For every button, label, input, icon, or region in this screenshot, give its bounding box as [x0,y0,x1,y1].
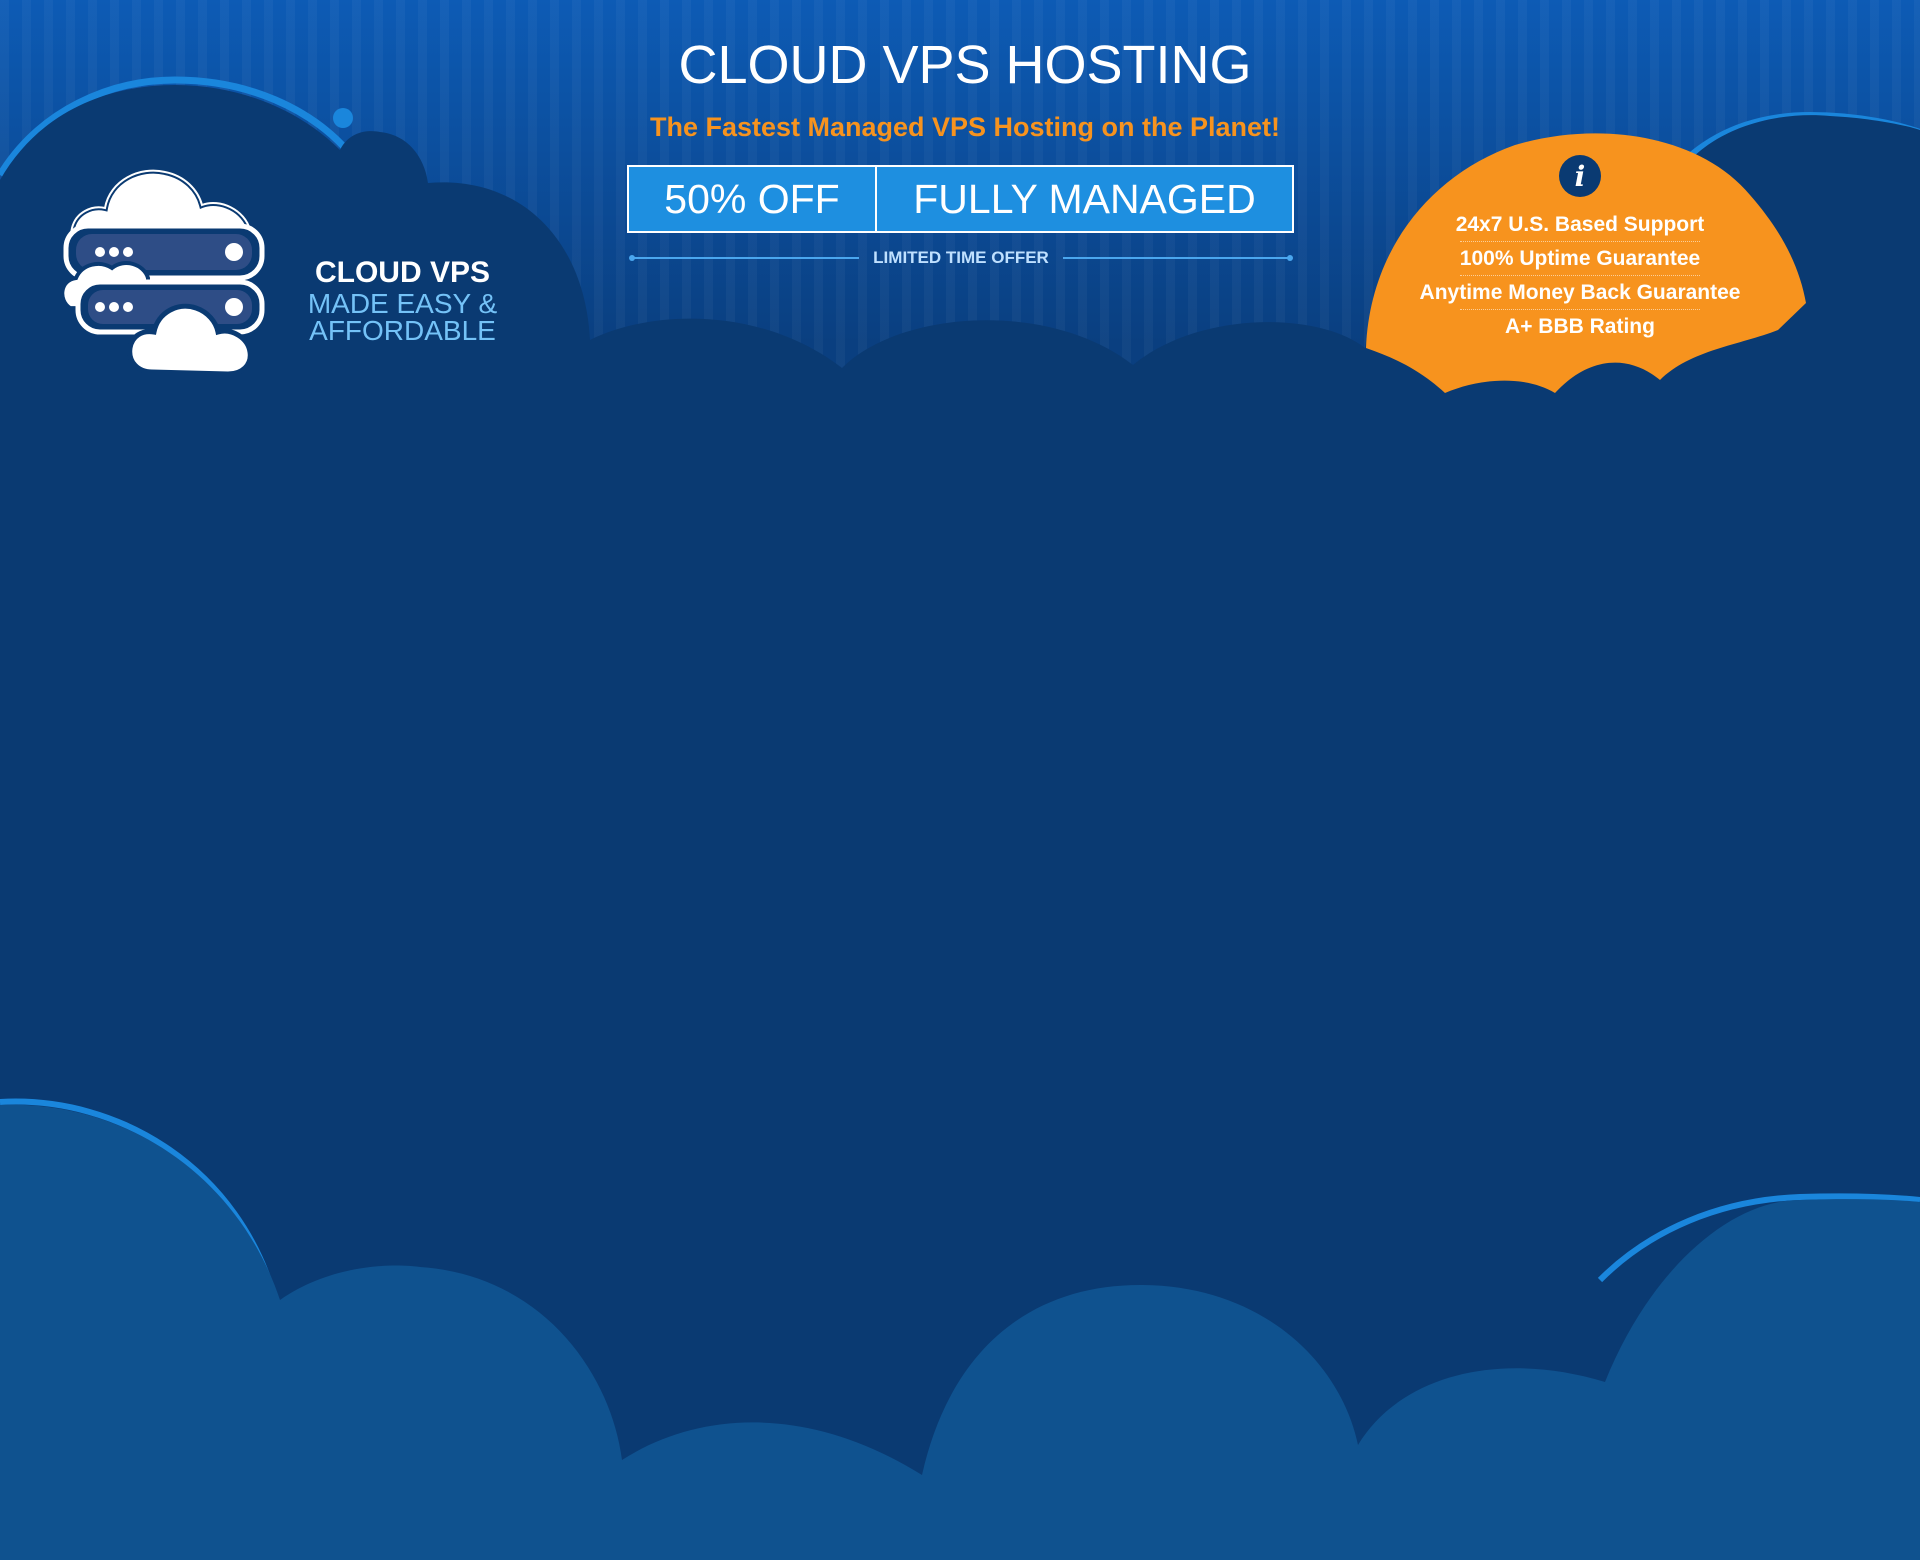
limited-offer: LIMITED TIME OFFER [628,246,1294,270]
brand-text: CLOUD VPS MADE EASY & AFFORDABLE [300,256,505,346]
cloud-icon [127,303,253,377]
info-icon[interactable]: i [1559,155,1601,197]
limited-offer-text: LIMITED TIME OFFER [873,248,1049,267]
offer-banner[interactable]: 50% OFF FULLY MANAGED [627,165,1294,233]
managed-label: FULLY MANAGED [913,175,1256,222]
top-cloud-band [0,85,1920,1560]
guarantee-list: 24x7 U.S. Based Support 100% Uptime Guar… [1400,208,1760,344]
discount-label: 50% OFF [629,167,877,231]
list-item: Anytime Money Back Guarantee [1400,276,1760,310]
server-icon [63,223,265,281]
guarantee-badge-shape [1366,133,1806,393]
brand-line-3: AFFORDABLE [309,315,496,346]
list-item: 100% Uptime Guarantee [1400,242,1760,276]
brand-line-1: CLOUD VPS [314,256,491,289]
divider-left [628,255,860,261]
page-title: CLOUD VPS HOSTING [678,35,1252,95]
list-item: 24x7 U.S. Based Support [1400,208,1760,242]
tagline: The Fastest Managed VPS Hosting on the P… [649,112,1281,142]
brand-line-2: MADE EASY & [307,288,498,319]
list-item: A+ BBB Rating [1505,315,1655,338]
bottom-cloud-band [0,1104,1920,1560]
cloud-server-icon [60,167,265,377]
cloud-dot [333,108,353,128]
divider-right [1062,255,1294,261]
